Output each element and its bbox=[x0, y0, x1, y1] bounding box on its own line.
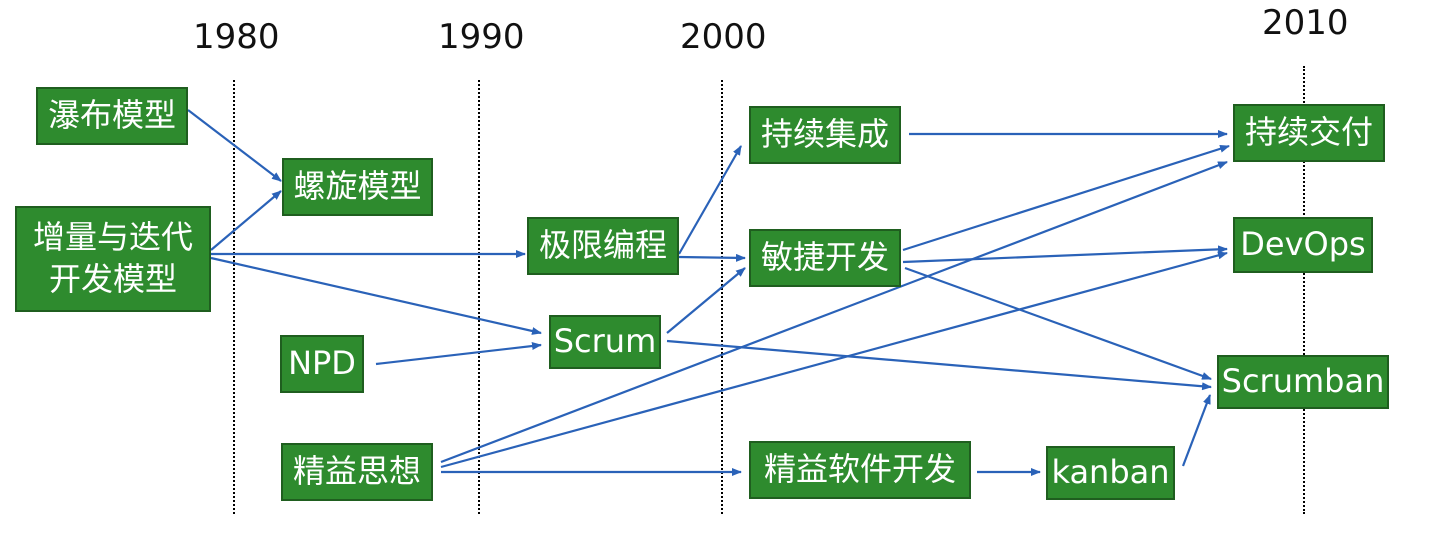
node-scrumban: Scrumban bbox=[1217, 355, 1389, 409]
year-2010: 2010 bbox=[1262, 3, 1349, 43]
arrow-agile-to-devops bbox=[902, 245, 1228, 264]
node-agile-label: 敏捷开发 bbox=[760, 238, 889, 277]
node-scrumban-label: Scrumban bbox=[1221, 362, 1385, 401]
arrow-scrum-to-agile bbox=[666, 267, 746, 334]
node-spiral: 螺旋模型 bbox=[282, 158, 433, 216]
node-xp: 极限编程 bbox=[527, 217, 679, 275]
node-lean-thinking: 精益思想 bbox=[281, 443, 433, 501]
arrow-xp-to-agile bbox=[678, 253, 746, 262]
arrow-lean-thinking-to-cd bbox=[440, 160, 1228, 464]
node-spiral-label: 螺旋模型 bbox=[293, 167, 422, 206]
node-incremental-line1: 增量与迭代 bbox=[32, 218, 193, 257]
arrow-kanban-to-scrumban bbox=[1181, 394, 1212, 467]
node-kanban-label: kanban bbox=[1051, 453, 1170, 492]
node-scrum-label: Scrum bbox=[553, 322, 657, 361]
node-xp-label: 极限编程 bbox=[538, 226, 667, 265]
edge-group bbox=[187, 109, 1230, 476]
arrow-lean-thinking-to-devops bbox=[440, 251, 1228, 469]
node-npd: NPD bbox=[280, 335, 364, 393]
year-1990-line bbox=[478, 80, 480, 514]
arrow-xp-to-ci bbox=[678, 145, 742, 255]
arrow-scrum-to-scrumban bbox=[666, 339, 1212, 391]
year-2010-line bbox=[1303, 66, 1305, 514]
node-incremental: 增量与迭代 开发模型 bbox=[15, 206, 211, 312]
node-npd-label: NPD bbox=[288, 344, 356, 383]
node-agile: 敏捷开发 bbox=[749, 229, 901, 287]
node-devops-label: DevOps bbox=[1240, 225, 1366, 264]
year-1980-line bbox=[233, 80, 235, 514]
node-waterfall-label: 瀑布模型 bbox=[47, 96, 176, 135]
arrow-npd-to-scrum bbox=[375, 342, 542, 366]
arrow-agile-to-cd bbox=[902, 144, 1230, 252]
node-lean-sw: 精益软件开发 bbox=[749, 441, 971, 499]
year-2000: 2000 bbox=[680, 17, 767, 57]
node-ci-label: 持续集成 bbox=[760, 115, 889, 154]
arrow-incremental-to-spiral bbox=[210, 190, 282, 251]
year-2000-line bbox=[721, 80, 723, 514]
node-cd: 持续交付 bbox=[1233, 104, 1385, 162]
node-waterfall: 瀑布模型 bbox=[36, 87, 188, 145]
arrow-agile-to-scrumban bbox=[904, 266, 1212, 381]
node-ci: 持续集成 bbox=[749, 106, 901, 164]
year-1980: 1980 bbox=[193, 17, 280, 57]
node-lean-thinking-label: 精益思想 bbox=[292, 452, 421, 491]
node-scrum: Scrum bbox=[549, 315, 661, 369]
arrow-waterfall-to-spiral bbox=[187, 109, 282, 182]
node-devops: DevOps bbox=[1233, 217, 1373, 273]
node-lean-sw-label: 精益软件开发 bbox=[763, 450, 956, 489]
node-incremental-line2: 开发模型 bbox=[48, 260, 177, 298]
node-cd-label: 持续交付 bbox=[1244, 113, 1373, 152]
arrow-incremental-to-scrum bbox=[210, 256, 542, 335]
node-kanban: kanban bbox=[1046, 446, 1175, 500]
year-1990: 1990 bbox=[438, 17, 525, 57]
